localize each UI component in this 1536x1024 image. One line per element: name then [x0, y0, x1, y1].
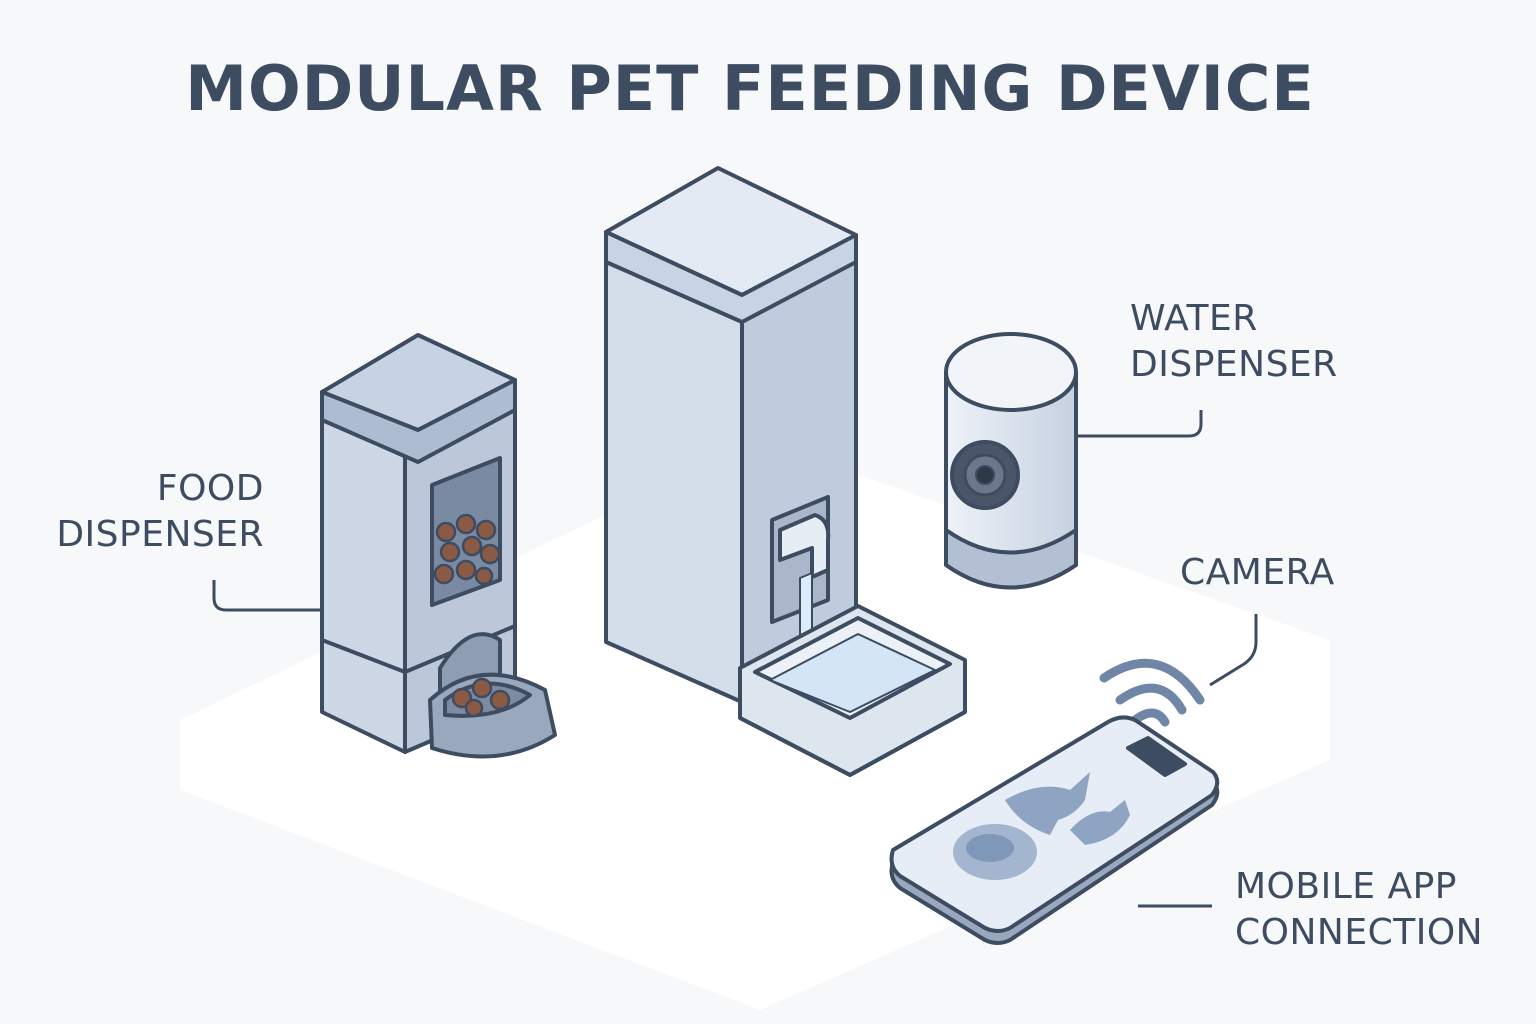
- connector-lines: [212, 410, 1258, 908]
- food-connector: [212, 580, 320, 612]
- camera-connector: [1209, 614, 1258, 687]
- bottle-icon: [1070, 800, 1130, 845]
- food-dispenser-label: FOOD DISPENSER: [40, 466, 264, 558]
- camera-label: CAMERA: [1180, 550, 1335, 596]
- water-label-line2: DISPENSER: [1130, 344, 1338, 385]
- camera-unit: [944, 332, 1078, 590]
- smartphone: [889, 715, 1220, 945]
- water-label-line1: WATER: [1130, 298, 1258, 339]
- water-dispenser-label: WATER DISPENSER: [1130, 296, 1338, 388]
- mobile-app-label: MOBILE APP CONNECTION: [1235, 864, 1483, 956]
- wifi-icon: [1099, 658, 1205, 727]
- water-tower: [604, 166, 967, 777]
- app-label-line2: CONNECTION: [1235, 912, 1484, 953]
- water-connector: [1076, 410, 1203, 438]
- kibble-icon: [433, 513, 501, 586]
- page-title: MODULAR PET FEEDING DEVICE: [185, 52, 1315, 125]
- food-label-line2: DISPENSER: [56, 514, 264, 555]
- camera-label-line1: CAMERA: [1180, 552, 1335, 593]
- fish-icon: [1005, 772, 1090, 835]
- water-spout: [778, 513, 831, 579]
- food-label-line1: FOOD: [156, 468, 264, 509]
- app-label-line1: MOBILE APP: [1235, 866, 1458, 907]
- food-dispenser: [320, 333, 557, 759]
